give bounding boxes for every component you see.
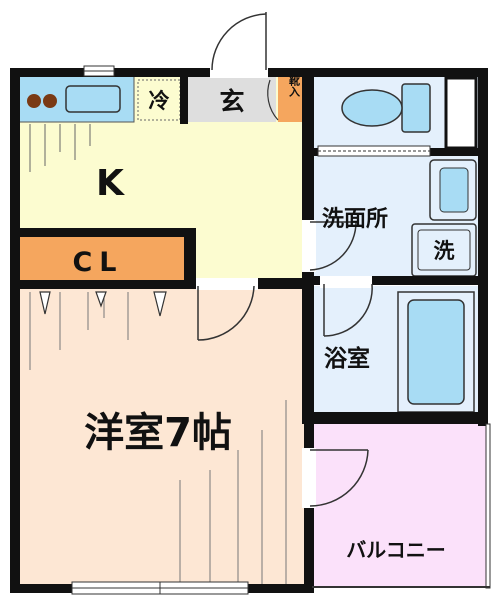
- bathtub-basin: [407, 299, 465, 405]
- room-label-balcony: バルコニー: [346, 538, 446, 562]
- washroom-door: [302, 220, 357, 272]
- room-label-shoe-box: 靴入: [288, 74, 301, 98]
- stove-burner-icon: [43, 94, 57, 108]
- kitchen-hatch: [29, 124, 91, 172]
- room-label-washroom: 洗面所: [322, 207, 388, 232]
- toilet-bowl-icon: [341, 89, 403, 127]
- kitchen-sink: [65, 85, 121, 113]
- toilet-tank: [401, 83, 431, 133]
- room-label-fridge: 冷: [149, 89, 170, 113]
- room-label-kitchen: K: [96, 163, 125, 204]
- room-label-western-room: 洋室7帖: [84, 410, 232, 456]
- western-room-hatch: [29, 292, 287, 584]
- window-toilet: [317, 145, 431, 157]
- vanity-basin: [439, 167, 469, 213]
- washer-inner: [417, 229, 471, 271]
- western-room-door: [196, 278, 258, 341]
- room-label-bathroom: 浴室: [324, 345, 370, 372]
- closet-area: [18, 236, 184, 282]
- stove-burner-icon: [27, 94, 41, 108]
- shoe-box: [278, 76, 304, 122]
- room-label-washer: 洗: [434, 239, 455, 263]
- window: [83, 65, 115, 77]
- balcony-door: [302, 448, 369, 508]
- toilet-storage: [444, 76, 478, 150]
- balcony-area: [312, 424, 488, 586]
- room-label-entrance: 玄: [219, 87, 244, 116]
- front-door: [210, 12, 268, 78]
- western-room-area: [18, 289, 304, 585]
- shoe-box-door: [267, 79, 279, 121]
- bathroom-door: [320, 276, 373, 337]
- room-label-closet: CL: [72, 247, 123, 278]
- closet-hangers: [39, 291, 167, 317]
- entrance-area: [186, 76, 276, 122]
- window-balcony-door: [71, 581, 249, 595]
- balcony-rail: [485, 423, 491, 589]
